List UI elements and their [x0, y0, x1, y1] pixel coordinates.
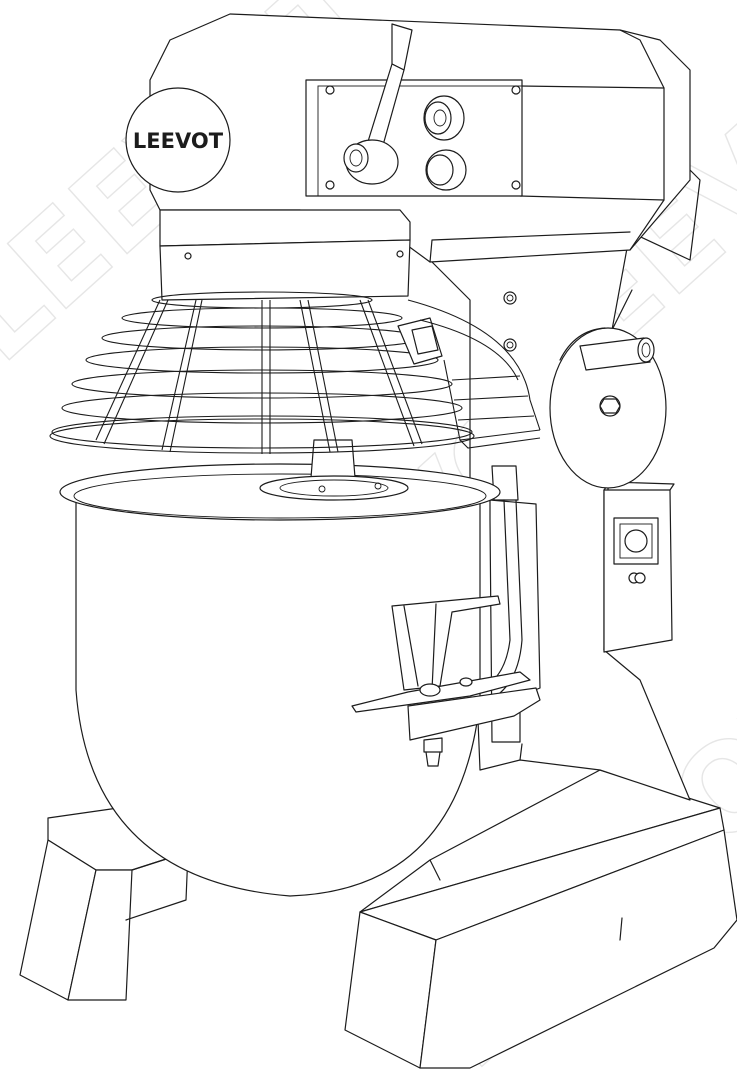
bowl-lift-wheel [549, 327, 667, 489]
guard-clip [397, 317, 443, 365]
gear-housing [159, 239, 411, 301]
logo-text: LEEVOT [133, 129, 224, 153]
switch-box [603, 481, 675, 653]
logo-badge [125, 87, 231, 193]
wheel-handle [579, 337, 651, 371]
safety-guard [49, 291, 541, 454]
bolt-icon [503, 338, 517, 352]
screw-icon [511, 180, 521, 190]
screw-icon [325, 85, 335, 95]
mixer-head: LEEVOT [125, 13, 691, 301]
flat-beater [351, 595, 541, 767]
screw-icon [511, 85, 521, 95]
screw-icon [325, 180, 335, 190]
mixing-bowl [59, 439, 501, 897]
beater-paddle [391, 595, 501, 691]
power-button-icon [624, 529, 648, 553]
control-panel [305, 79, 523, 197]
bolt-icon [503, 291, 517, 305]
